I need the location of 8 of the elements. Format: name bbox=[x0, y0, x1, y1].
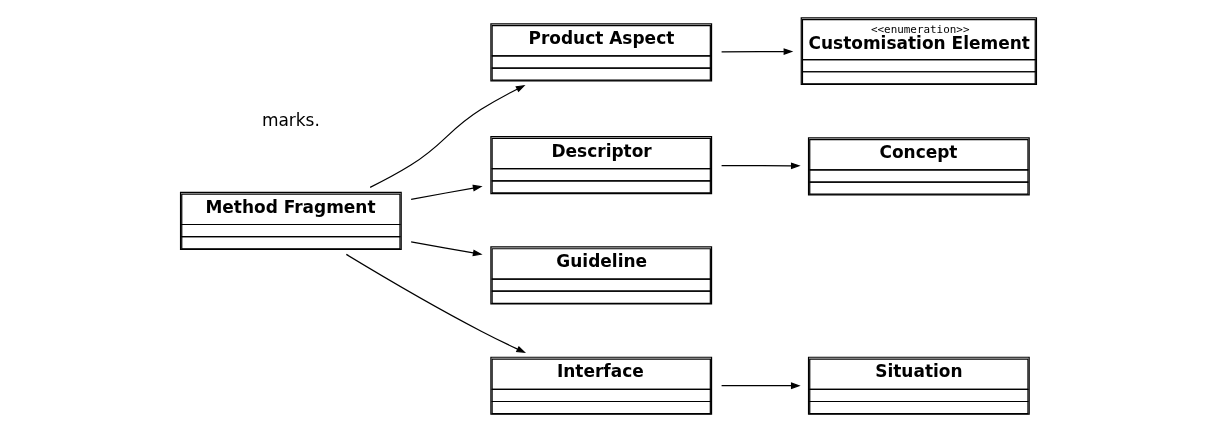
arrow bbox=[410, 184, 483, 200]
arrow bbox=[720, 382, 801, 390]
arrow bbox=[720, 162, 801, 170]
label: marks. bbox=[261, 109, 320, 130]
arrow bbox=[369, 84, 525, 188]
arrow bbox=[410, 241, 483, 257]
arrow bbox=[720, 48, 793, 56]
arrow bbox=[345, 253, 526, 354]
